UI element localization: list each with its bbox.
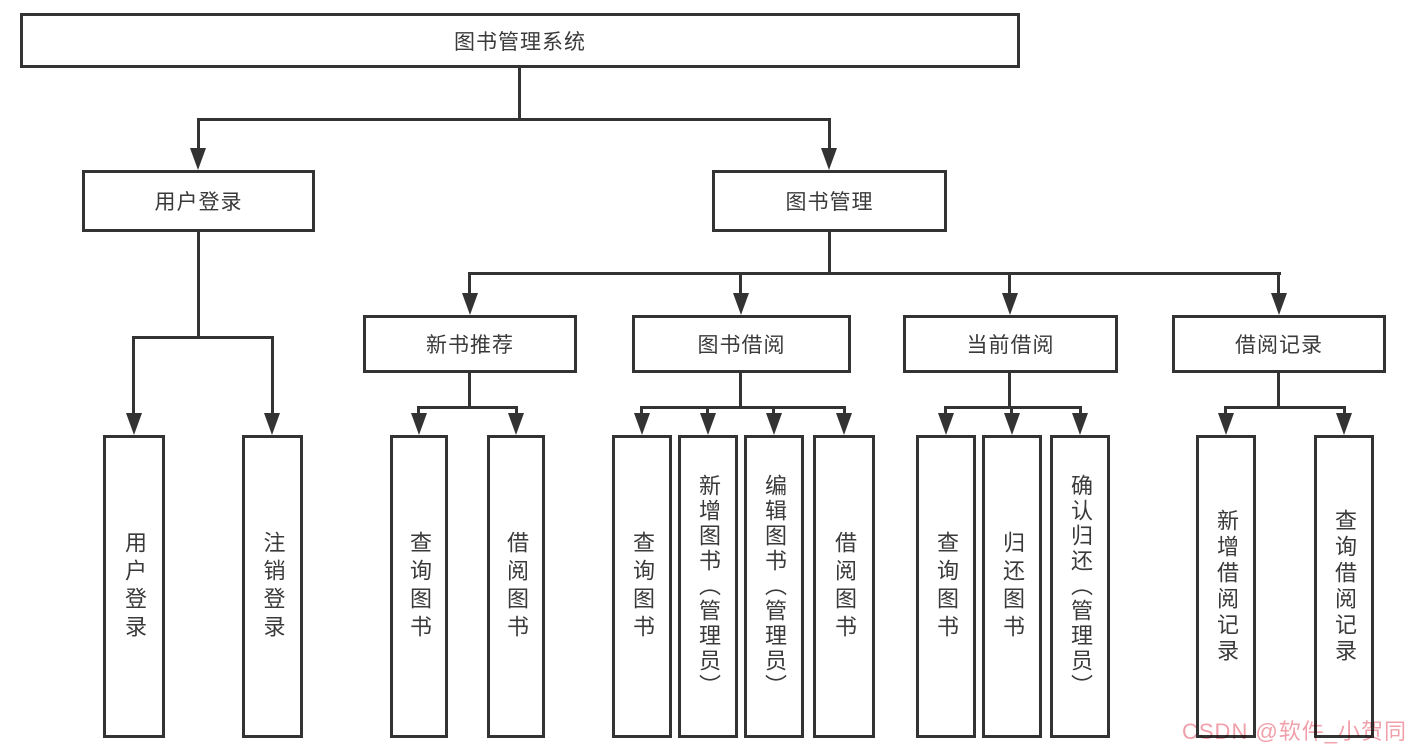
- connector-drop-book-borrow: [739, 272, 742, 293]
- arrowhead-leaf-login: [126, 413, 142, 435]
- connector-borrow-records-bar: [1224, 406, 1346, 409]
- arrowhead-cb-query: [938, 413, 954, 435]
- connector-drop-current-borrow: [1008, 272, 1011, 293]
- arrowhead-borrow-records: [1271, 293, 1287, 315]
- connector-current-borrow-bar: [944, 406, 1082, 409]
- leaf-newbook-query: 查询图书: [390, 435, 448, 738]
- connector-new-book-bar: [417, 406, 518, 409]
- leaf-newbook-borrow-label: 借阅图书: [504, 530, 529, 643]
- leaf-cb-query-label: 查询图书: [934, 530, 959, 643]
- leaf-br-query-label: 查询借阅记录: [1332, 508, 1357, 665]
- leaf-bb-borrow-label: 借阅图书: [832, 530, 857, 643]
- arrowhead-bb-query: [634, 413, 650, 435]
- connector-drop-borrow-records: [1277, 272, 1280, 293]
- node-root-label: 图书管理系统: [454, 30, 586, 54]
- connector-drop-new-book: [468, 272, 471, 293]
- connector-drop-nb-borrow: [515, 406, 518, 413]
- leaf-br-add-label: 新增借阅记录: [1214, 508, 1239, 665]
- connector-new-book-stem: [468, 373, 471, 406]
- connector-drop-cb-return: [1010, 406, 1013, 413]
- node-book-borrow-label: 图书借阅: [697, 334, 786, 357]
- node-new-book-rec-label: 新书推荐: [426, 334, 514, 357]
- arrowhead-bb-borrow: [836, 413, 852, 435]
- connector-root-stem: [518, 68, 521, 118]
- arrowhead-br-query: [1336, 413, 1352, 435]
- connector-book-mgmt-stem: [828, 232, 831, 272]
- connector-book-mgmt-bar: [468, 272, 1281, 275]
- connector-borrow-records-stem: [1277, 373, 1280, 406]
- leaf-bb-query: 查询图书: [612, 435, 672, 738]
- arrowhead-nb-borrow: [508, 413, 524, 435]
- leaf-user-login: 用户登录: [103, 435, 165, 738]
- connector-book-borrow-bar: [640, 406, 846, 409]
- leaf-bb-borrow: 借阅图书: [813, 435, 875, 738]
- node-current-borrow: 当前借阅: [903, 315, 1118, 373]
- arrowhead-nb-query: [411, 413, 427, 435]
- node-borrow-records-label: 借阅记录: [1235, 334, 1323, 357]
- arrowhead-user-login: [190, 148, 206, 170]
- connector-drop-bb-edit: [772, 406, 775, 413]
- node-current-borrow-label: 当前借阅: [966, 334, 1055, 357]
- csdn-watermark: CSDN @软件_小贺同学: [1182, 719, 1405, 744]
- leaf-cb-confirm: 确认归还（管理员）: [1050, 435, 1110, 738]
- leaf-br-query: 查询借阅记录: [1314, 435, 1374, 738]
- leaf-br-add: 新增借阅记录: [1196, 435, 1256, 738]
- connector-user-login-stem: [197, 232, 200, 336]
- leaf-bb-edit-label: 编辑图书（管理员）: [762, 474, 787, 699]
- arrowhead-new-book: [462, 293, 478, 315]
- connector-drop-user-login: [197, 118, 200, 148]
- arrowhead-br-add: [1218, 413, 1234, 435]
- connector-drop-book-mgmt: [828, 118, 831, 148]
- node-book-borrow: 图书借阅: [632, 315, 851, 373]
- leaf-logout: 注销登录: [242, 435, 303, 738]
- leaf-logout-label: 注销登录: [260, 530, 286, 643]
- node-book-mgmt-label: 图书管理: [785, 191, 874, 214]
- connector-drop-bb-add: [706, 406, 709, 413]
- connector-user-login-bar: [132, 336, 274, 339]
- connector-drop-bb-borrow: [843, 406, 846, 413]
- connector-drop-br-add: [1224, 406, 1227, 413]
- connector-current-borrow-stem: [1008, 373, 1011, 406]
- leaf-cb-return-label: 归还图书: [1000, 530, 1025, 643]
- node-user-login: 用户登录: [82, 170, 315, 232]
- leaf-bb-query-label: 查询图书: [630, 530, 655, 643]
- connector-book-borrow-stem: [739, 373, 742, 406]
- leaf-newbook-borrow: 借阅图书: [487, 435, 545, 738]
- leaf-cb-confirm-label: 确认归还（管理员）: [1068, 474, 1093, 699]
- leaf-bb-add: 新增图书（管理员）: [678, 435, 738, 738]
- connector-drop-bb-query: [640, 406, 643, 413]
- connector-drop-leaf-login: [132, 336, 135, 413]
- leaf-user-login-label: 用户登录: [122, 530, 147, 643]
- arrowhead-leaf-logout: [264, 413, 280, 435]
- connector-drop-nb-query: [417, 406, 420, 413]
- connector-drop-cb-confirm: [1079, 406, 1082, 413]
- arrowhead-book-mgmt: [821, 148, 837, 170]
- node-root: 图书管理系统: [20, 13, 1020, 68]
- node-user-login-label: 用户登录: [154, 191, 243, 214]
- arrowhead-current-borrow: [1002, 293, 1018, 315]
- leaf-bb-edit: 编辑图书（管理员）: [744, 435, 804, 738]
- arrowhead-cb-confirm: [1072, 413, 1088, 435]
- arrowhead-cb-return: [1004, 413, 1020, 435]
- arrowhead-book-borrow: [733, 293, 749, 315]
- leaf-newbook-query-label: 查询图书: [407, 530, 432, 643]
- node-book-mgmt: 图书管理: [712, 170, 947, 232]
- node-borrow-records: 借阅记录: [1172, 315, 1386, 373]
- node-new-book-rec: 新书推荐: [363, 315, 577, 373]
- connector-drop-br-query: [1343, 406, 1346, 413]
- connector-drop-cb-query: [944, 406, 947, 413]
- arrowhead-bb-edit: [766, 413, 782, 435]
- leaf-cb-return: 归还图书: [982, 435, 1042, 738]
- connector-root-bar: [197, 118, 831, 121]
- connector-drop-leaf-logout: [271, 336, 274, 413]
- leaf-bb-add-label: 新增图书（管理员）: [696, 474, 721, 699]
- leaf-cb-query: 查询图书: [916, 435, 976, 738]
- arrowhead-bb-add: [700, 413, 716, 435]
